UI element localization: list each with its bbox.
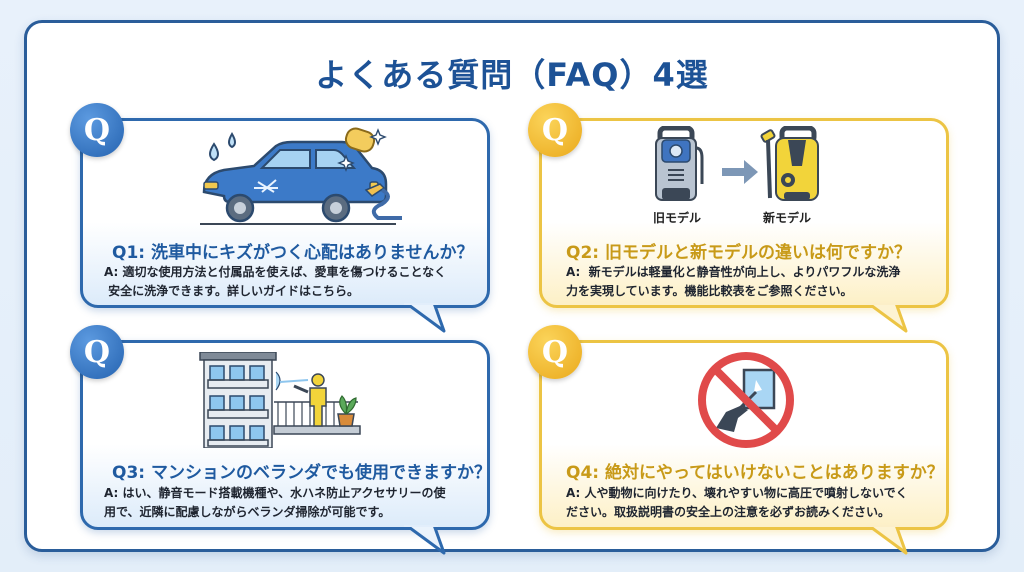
q-badge: Q: [70, 325, 124, 379]
answer-text: A: 新モデルは軽量化と静音性が向上し、よりパワフルな洗浄 力を実現しています。…: [566, 265, 901, 298]
question-text: Q2: 旧モデルと新モデルの違いは何ですか？: [566, 243, 911, 263]
bubble-tail: [404, 303, 446, 333]
bubble-tail: [866, 525, 908, 555]
bubble-tail: [404, 525, 446, 555]
question-text: Q4: 絶対にやってはいけないことはありますか？: [566, 463, 944, 483]
pressure-washer-comparison-icon: [655, 126, 819, 201]
answer-text: A: 適切な使用方法と付属品を使えば、愛車を傷つけることなく 安全に洗浄できます…: [104, 265, 447, 298]
q-badge: Q: [70, 103, 124, 157]
answer-text: A: 人や動物に向けたり、壊れやすい物に高圧で噴射しないでく ださい。取扱説明書…: [566, 486, 908, 519]
bubble-tail: [866, 303, 908, 333]
q-badge: Q: [528, 325, 582, 379]
speech-bubble: [539, 118, 949, 308]
answer-text: A: はい、静音モード搭載機種や、水ハネ防止アクセサリーの使 用で、近隣に配慮し…: [104, 486, 446, 519]
question-text: Q1: 洗車中にキズがつく心配はありませんか？: [112, 243, 474, 263]
q-badge: Q: [528, 103, 582, 157]
speech-bubble: [80, 340, 490, 530]
old-model-label: 旧モデル: [653, 211, 702, 225]
apartment-balcony-icon: [199, 352, 361, 448]
new-model-label: 新モデル: [763, 211, 812, 225]
question-text: Q3: マンションのベランダでも使用できますか？: [112, 463, 491, 483]
prohibited-spray-window-icon: [698, 352, 794, 448]
car-wash-icon: [200, 127, 402, 225]
page-title: よくある質問（FAQ）4選: [315, 56, 709, 94]
